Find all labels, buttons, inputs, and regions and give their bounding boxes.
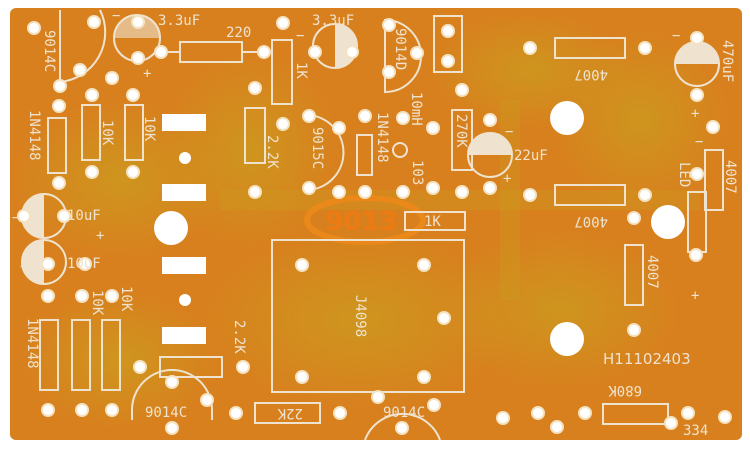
label-res-10k-1: 10K [99,120,115,146]
label-d-4007-right: 4007 [722,160,738,194]
label-q-bottom-1: 9014C [145,405,187,421]
label-d-4007-top: 4007 [574,66,608,82]
label-cap-103: 103 [409,160,425,185]
label-res-680k: 680K [608,382,642,398]
label-q-9015c: 9015C [309,127,325,169]
label-q-top-left: 9014C [41,30,57,72]
label-res-2-2k-bottom: 2.2K [231,320,247,354]
minus-sign: − [112,8,120,24]
label-res-220: 220 [226,25,251,41]
label-ic-j4098: J4098 [352,295,368,337]
label-cap-3-3uf-1: 3.3uF [158,13,200,29]
label-cap-22uf: 22uF [514,148,548,164]
plus-sign: + [143,66,151,82]
label-led: LED [676,162,692,187]
label-res-1k-top: 1K [293,62,309,79]
plus-sign: + [691,106,699,122]
plus-sign: + [20,259,28,275]
label-ind-10mh: 10mH [408,92,424,126]
mounting-holes [154,101,685,356]
label-res-22k: 22K [277,405,303,421]
label-diode-1n4148-bottom: 1N4148 [24,318,40,369]
label-res-2-2k-top: 2.2K [264,135,280,169]
minus-sign: − [695,134,703,150]
minus-sign: − [505,124,513,140]
label-cap-10uf-1: 10uF [67,208,101,224]
label-cap-470uf: 470uF [719,40,735,82]
minus-sign: − [12,210,20,226]
label-res-10k-3: 10K [89,290,105,316]
through-holes [17,15,732,435]
label-res-1k-mid: 1K [424,214,441,230]
label-cap-10uf-2: 10uF [67,256,101,272]
label-diode-1n4148-left: 1N4148 [26,110,42,161]
minus-sign: − [672,28,680,44]
plus-sign: + [691,288,699,304]
label-d-4007-vert: 4007 [644,255,660,289]
label-pot-334: 334 [683,423,708,439]
plus-sign: + [503,171,511,187]
label-cap-3-3uf-2: 3.3uF [312,13,354,29]
label-q-bottom-2: 9014C [383,405,425,421]
board-serial-number: H11102403 [603,350,691,368]
svg-text:9013: 9013 [325,207,397,237]
minus-sign: − [296,28,304,44]
silkscreen-labels: 9014C 3.3uF 220 1K 3.3uF 9014D 10mH 1N41… [12,8,738,439]
label-diode-1n4148-mid: 1N4148 [374,112,390,163]
label-res-10k-4: 10K [118,286,134,312]
plus-sign: + [96,228,104,244]
label-res-10k-2: 10K [141,116,157,142]
label-res-270k: 270K [453,114,469,148]
label-q-9014d: 9014D [392,28,408,70]
slot-pads [162,114,206,344]
label-d-4007-mid: 4007 [574,213,608,229]
